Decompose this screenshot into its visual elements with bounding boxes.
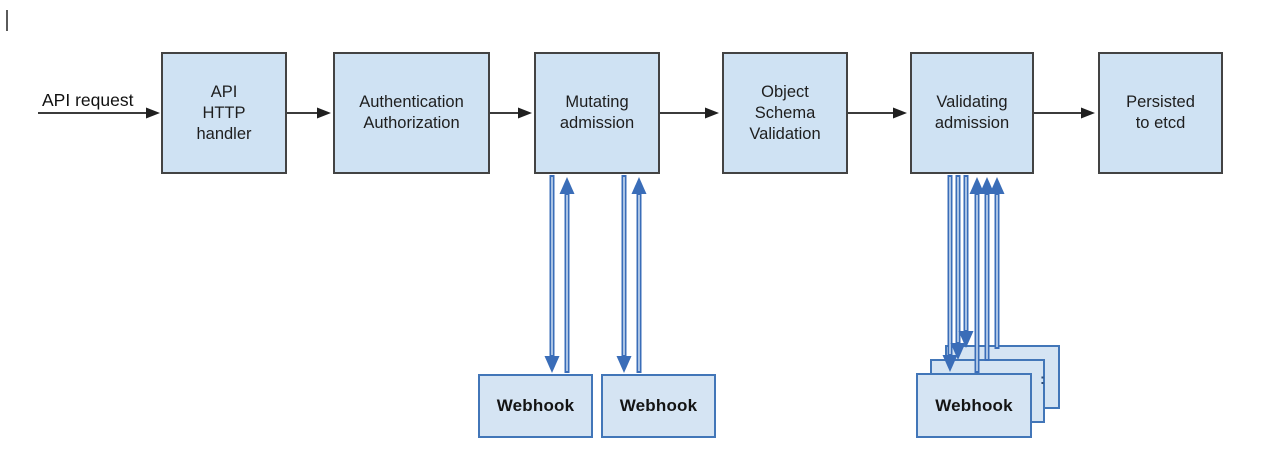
node-api-http-handler-label: API HTTP handler	[196, 82, 252, 143]
webhook-mutating-2-label: Webhook	[619, 396, 698, 415]
mutating-webhook2-call-arrow-down	[616, 175, 632, 373]
flow-arrow-auth-to-mutating	[490, 107, 532, 119]
mutating-webhook2-response-arrow-up	[631, 177, 647, 373]
node-object-schema-validation-label: Object Schema Validation	[749, 82, 821, 143]
mutating-webhook1-response-arrow-up	[559, 177, 575, 373]
validating-webhook-call-arrow-down-1	[942, 175, 958, 372]
node-api-http-handler: API HTTP handler	[161, 52, 287, 174]
node-mutating-admission: Mutating admission	[534, 52, 660, 174]
webhook-mutating-2: Webhook	[601, 374, 716, 438]
validating-webhook-response-arrow-up-3	[989, 177, 1005, 349]
flow-arrow-validating-to-etcd	[1034, 107, 1095, 119]
node-validating-admission: Validating admission	[910, 52, 1034, 174]
webhook-stack-mark: :	[1040, 371, 1045, 388]
validating-webhook-call-arrow-down-3	[958, 175, 974, 348]
node-authentication-authorization: Authentication Authorization	[333, 52, 490, 174]
validating-webhook-response-arrow-up-1	[969, 177, 985, 373]
mutating-webhook1-call-arrow-down	[544, 175, 560, 373]
node-authentication-authorization-label: Authentication Authorization	[359, 93, 464, 132]
validating-webhook-response-arrow-up-2	[979, 177, 995, 361]
node-persisted-to-etcd-label: Persisted to etcd	[1126, 93, 1195, 132]
api-request-label: API request	[42, 90, 134, 110]
flow-arrow-mutating-to-schema	[660, 107, 719, 119]
flow-arrow-schema-to-validating	[848, 107, 907, 119]
node-mutating-admission-label: Mutating admission	[559, 93, 635, 132]
node-object-schema-validation: Object Schema Validation	[722, 52, 848, 174]
flow-arrow-handler-to-auth	[287, 107, 331, 119]
validating-webhook-call-arrow-down-2	[950, 175, 966, 360]
node-persisted-to-etcd: Persisted to etcd	[1098, 52, 1223, 174]
webhook-mutating-1: Webhook	[478, 374, 593, 438]
node-validating-admission-label: Validating admission	[934, 93, 1010, 132]
webhook-mutating-1-label: Webhook	[496, 396, 575, 415]
webhook-validating-front: Webhook	[916, 373, 1032, 438]
webhook-validating-front-label: Webhook	[935, 395, 1013, 415]
